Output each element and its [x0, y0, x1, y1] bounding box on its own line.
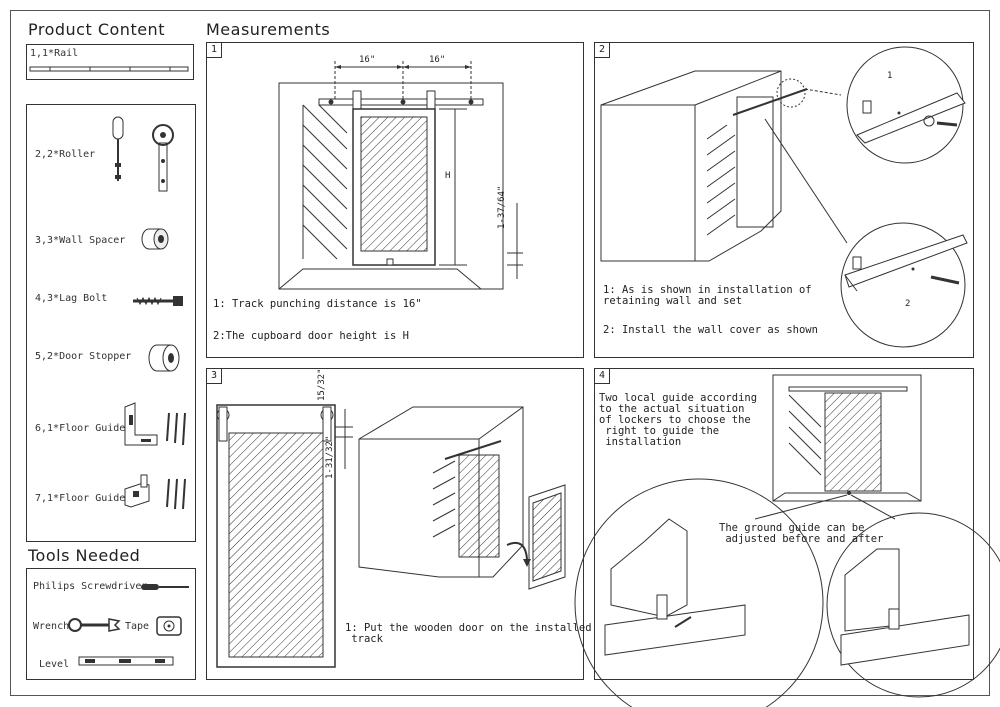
step-1-dim-side: 1-37/64"	[497, 185, 507, 229]
wrench-icon	[68, 618, 121, 632]
step-3-dim-side: 1-31/32"	[325, 435, 335, 479]
step-2-number: 2	[595, 43, 610, 58]
floor-guide-diagram	[574, 374, 1000, 707]
product-rail-label: 1,1*Rail	[30, 48, 79, 59]
tool-tape-label: Tape	[125, 621, 150, 632]
wall-spacer-icon	[141, 228, 169, 250]
step-1-note-1: 1: Track punching distance is 16"	[213, 298, 422, 310]
step-1-dim-left: 16"	[359, 55, 376, 65]
step-2-callout-2: 2	[905, 299, 911, 309]
step-3-number: 3	[207, 369, 222, 384]
product-floor-guide-2-label: 7,1*Floor Guide	[35, 493, 126, 504]
step-2-note-2: 2: Install the wall cover as shown	[603, 324, 818, 336]
lag-bolt-icon	[133, 296, 183, 306]
page-frame	[10, 10, 990, 696]
roller-icon	[112, 116, 174, 192]
cabinet-side-diagram	[600, 46, 968, 348]
screwdriver-icon	[141, 584, 189, 590]
step-1-panel: 1	[206, 42, 584, 358]
door-stopper-icon	[148, 344, 180, 372]
step-4-note-1: Two local guide according to the actual …	[599, 392, 758, 448]
step-1-number: 1	[207, 43, 222, 58]
parts-panel: 2,2*Roller 3,3*Wall Spacer 4,3*Lag Bolt …	[26, 104, 196, 542]
level-icon	[78, 656, 174, 666]
step-3-panel: 3 15/32" 1-31/32" 1:	[206, 368, 592, 680]
product-floor-guide-1-label: 6,1*Floor Guide	[35, 423, 126, 434]
tool-level-label: Level	[39, 659, 70, 670]
step-4-note-2: The ground guide can be adjusted before …	[719, 522, 884, 545]
product-roller-label: 2,2*Roller	[35, 149, 96, 160]
tools-needed-title: Tools Needed	[28, 546, 141, 565]
step-4-panel: 4 Two local guide according to the actua…	[574, 368, 1000, 707]
product-wall-spacer-label: 3,3*Wall Spacer	[35, 235, 126, 246]
tool-screwdriver-label: Philips Screwdriver	[33, 581, 148, 592]
step-3-note-1: 1: Put the wooden door on the installed …	[345, 622, 592, 645]
step-2-note-1: 1: As is shown in installation of retain…	[603, 284, 812, 307]
rail-panel: 1,1*Rail	[26, 44, 194, 80]
step-2-panel: 2 1 2 1: As is shown in installation	[594, 42, 974, 358]
step-4-number: 4	[595, 369, 610, 384]
tools-panel: Philips Screwdriver Wrench Tape Level	[26, 568, 196, 680]
step-3-dim-top: 15/32"	[317, 368, 327, 401]
product-content-title: Product Content	[28, 20, 165, 39]
step-1-note-2: 2:The cupboard door height is H	[213, 330, 409, 342]
measurements-title: Measurements	[206, 20, 331, 39]
step-1-dim-right: 16"	[429, 55, 446, 65]
step-1-dim-height: H	[445, 171, 451, 181]
product-lag-bolt-label: 4,3*Lag Bolt	[35, 293, 108, 304]
tool-wrench-label: Wrench	[33, 621, 70, 632]
floor-guide-1-icon	[124, 402, 186, 446]
door-install-diagram	[216, 404, 566, 668]
cabinet-front-diagram	[278, 61, 523, 290]
step-2-callout-1: 1	[887, 71, 893, 81]
product-door-stopper-label: 5,2*Door Stopper	[35, 351, 132, 362]
floor-guide-2-icon	[124, 474, 186, 510]
rail-icon	[29, 66, 189, 72]
tape-measure-icon	[156, 616, 182, 636]
